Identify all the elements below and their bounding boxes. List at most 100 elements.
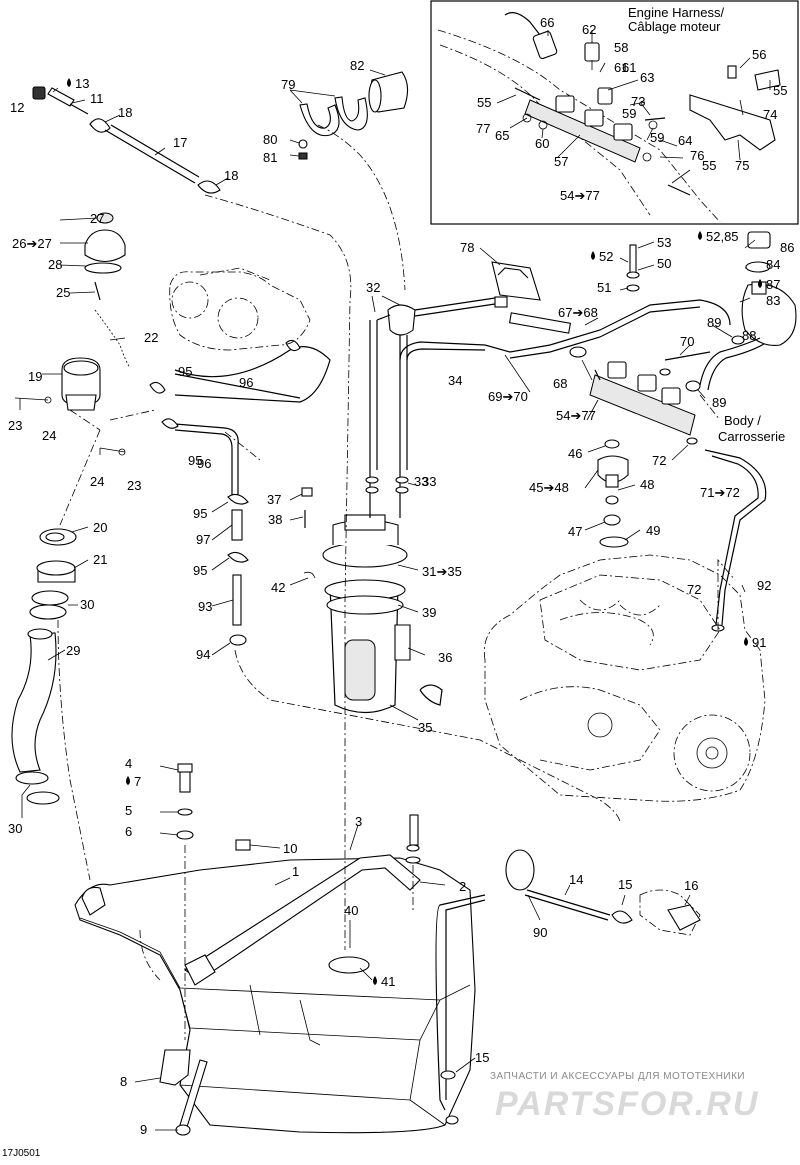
drop-icon xyxy=(67,78,71,87)
inset-callout-label: 76 xyxy=(690,148,704,163)
rail-bracket-parts xyxy=(479,241,655,301)
callout-label: 90 xyxy=(533,925,547,940)
fuel-rail-lines xyxy=(399,296,731,393)
inset-callout-label: 59 xyxy=(622,106,636,121)
callout-label: 39 xyxy=(422,605,436,620)
callout-label: 36 xyxy=(438,650,452,665)
watermark-tagline: ЗАПЧАСТИ И АКСЕССУАРЫ ДЛЯ МОТОТЕХНИКИ xyxy=(490,1071,745,1082)
inset-callout-label: 63 xyxy=(640,70,654,85)
callout-label: 52,85 xyxy=(706,229,739,244)
callout-label: 49 xyxy=(646,523,660,538)
watermark-logo: PARTSFOR.RU xyxy=(495,1085,759,1123)
callout-label: 13 xyxy=(75,76,89,91)
callout-label: 95 xyxy=(193,563,207,578)
drop-icon xyxy=(758,279,762,288)
callout-label: 34 xyxy=(448,373,462,388)
callout-label: 23 xyxy=(127,478,141,493)
callout-label: 38 xyxy=(268,512,282,527)
callout-label: 54➔77 xyxy=(556,408,596,423)
callout-label: 7 xyxy=(134,774,141,789)
callout-label: 89 xyxy=(707,315,721,330)
callout-label: 87 xyxy=(766,277,780,292)
filler-hose-parts xyxy=(11,526,89,818)
inset-callout-label: 59 xyxy=(650,130,664,145)
callout-label: 14 xyxy=(569,872,583,887)
clamp-parts xyxy=(289,69,409,160)
callout-label: 25 xyxy=(56,285,70,300)
drop-icon xyxy=(126,776,130,785)
callout-label: 20 xyxy=(93,520,107,535)
inset-callout-label: 55 xyxy=(773,83,787,98)
callout-label: 18 xyxy=(224,168,238,183)
inset-callout-label: 74 xyxy=(763,107,777,122)
inset-callout-label: 64 xyxy=(678,133,692,148)
inset-callout-label: 57 xyxy=(554,154,568,169)
vent-tube-parts xyxy=(435,849,701,1111)
callout-label: 8 xyxy=(120,1074,127,1089)
callout-label: 84 xyxy=(766,257,780,272)
engine-block xyxy=(483,554,766,802)
callout-label: 91 xyxy=(752,635,766,650)
callout-label: 33 xyxy=(422,474,436,489)
callout-label: 23 xyxy=(8,418,22,433)
callout-label: 68 xyxy=(553,376,567,391)
inset-callout-label: 58 xyxy=(614,40,628,55)
fuel-pump-assembly xyxy=(322,295,443,721)
callout-label: 96 xyxy=(197,456,211,471)
harness-label-line1: Engine Harness/ xyxy=(628,5,724,20)
callout-label: 67➔68 xyxy=(558,305,598,320)
callout-label: 15 xyxy=(475,1050,489,1065)
callout-label: 96 xyxy=(239,375,253,390)
callout-label: 45➔48 xyxy=(529,480,569,495)
callout-label: 94 xyxy=(196,647,210,662)
callout-label: 1 xyxy=(292,864,299,879)
inset-panel xyxy=(430,0,799,225)
callout-label: 95 xyxy=(178,364,192,379)
callout-label: 46 xyxy=(568,446,582,461)
callout-label: 35 xyxy=(418,720,432,735)
inset-callout-label: 55 xyxy=(477,95,491,110)
callout-label: 15 xyxy=(618,877,632,892)
callout-label: 4 xyxy=(125,756,132,771)
callout-label: 24 xyxy=(42,428,56,443)
drop-icon xyxy=(698,231,702,240)
callout-label: 40 xyxy=(344,903,358,918)
callout-label: 17 xyxy=(173,135,187,150)
callout-label: 5 xyxy=(125,803,132,818)
part-callouts: 121311181718798280812726➔272825221923242… xyxy=(8,58,794,1137)
diagram-code: 17J0501 xyxy=(2,1148,41,1159)
callout-label: 83 xyxy=(766,293,780,308)
callout-label: 82 xyxy=(350,58,364,73)
callout-label: 16 xyxy=(684,878,698,893)
inset-callout-label: 61 xyxy=(614,60,628,75)
callout-label: 72 xyxy=(687,582,701,597)
callout-label: 28 xyxy=(48,257,62,272)
callout-label: 52 xyxy=(599,249,613,264)
callout-label: 53 xyxy=(657,235,671,250)
inset-callout-label: 77 xyxy=(476,121,490,136)
inset-callout-label: 56 xyxy=(752,47,766,62)
callout-label: 27 xyxy=(90,211,104,226)
drop-icon xyxy=(744,637,748,646)
callout-label: 47 xyxy=(568,524,582,539)
callout-label: 26➔27 xyxy=(12,236,52,251)
callout-label: 80 xyxy=(263,132,277,147)
callout-label: 41 xyxy=(381,974,395,989)
callout-label: 32 xyxy=(366,280,380,295)
vent-line-parts xyxy=(32,86,229,194)
fuel-tank xyxy=(74,763,476,1136)
callout-label: 48 xyxy=(640,477,654,492)
callout-label: 11 xyxy=(90,91,104,106)
callout-label: 3 xyxy=(355,814,362,829)
callout-label: 33 xyxy=(414,474,428,489)
callout-label: 19 xyxy=(28,369,42,384)
inset-callout-label: 60 xyxy=(535,136,549,151)
drop-icon xyxy=(373,976,377,985)
inset-callout-label: 73 xyxy=(631,94,645,109)
callout-label: 86 xyxy=(780,240,794,255)
routing-lines xyxy=(57,124,746,981)
callout-label: 89 xyxy=(712,395,726,410)
inset-callout-label: 54➔77 xyxy=(560,188,600,203)
